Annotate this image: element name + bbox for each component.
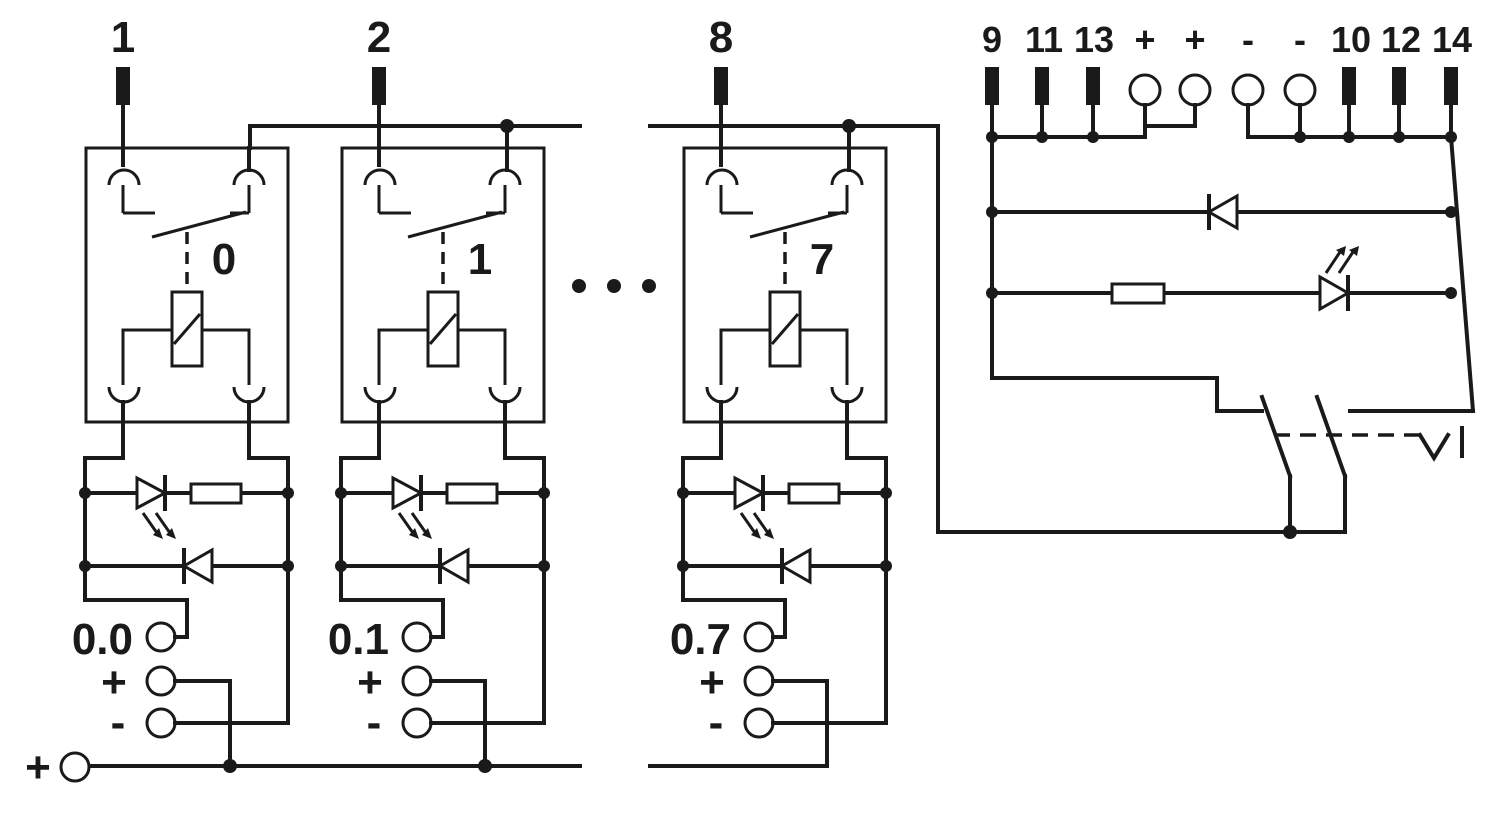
right-terminal-label-13: 13	[1074, 19, 1114, 60]
channel-block-1	[79, 67, 294, 768]
plus-label-2: +	[357, 658, 383, 707]
right-terminal-label-14: 14	[1432, 19, 1472, 60]
relay-box-2	[340, 146, 546, 424]
labels: 1 2 8 0 1 7 0.0 0.1 0.7 + + + - - - + 9 …	[25, 13, 1472, 792]
supply-plus-label: +	[25, 743, 51, 792]
channel-block-2	[335, 67, 550, 768]
relay-index-0: 0	[212, 235, 236, 284]
right-terminal-label-10: 10	[1331, 19, 1371, 60]
right-terminal-label-minus-1: -	[1242, 19, 1254, 60]
output-terminal-1	[116, 67, 130, 105]
output-terminal-2	[372, 67, 386, 105]
terminal-label-2: 2	[367, 13, 391, 62]
minus-label-8: -	[709, 698, 724, 747]
right-terminal-label-12: 12	[1381, 19, 1421, 60]
terminal-label-8: 8	[709, 13, 733, 62]
right-terminal-label-plus-2: +	[1184, 19, 1205, 60]
right-terminal-label-plus-1: +	[1134, 19, 1155, 60]
relay-box-8	[682, 146, 888, 424]
right-terminal-label-minus-2: -	[1294, 19, 1306, 60]
plus-label-1: +	[101, 658, 127, 707]
channel-block-8	[677, 67, 892, 768]
relay-index-1: 1	[468, 235, 492, 284]
relay-box-1	[84, 146, 290, 424]
common-relay-section	[985, 67, 1476, 534]
input-label-0-0: 0.0	[72, 615, 133, 664]
right-terminal-label-11: 11	[1025, 19, 1063, 60]
bottom-supply-bus	[59, 751, 829, 783]
output-terminal-8	[714, 67, 728, 105]
minus-label-2: -	[367, 698, 382, 747]
ellipsis-dots	[572, 279, 656, 293]
terminal-label-1: 1	[111, 13, 135, 62]
input-label-0-1: 0.1	[328, 615, 389, 664]
input-label-0-7: 0.7	[670, 615, 731, 664]
relay-index-7: 7	[810, 235, 834, 284]
minus-label-1: -	[111, 698, 126, 747]
plus-label-8: +	[699, 658, 725, 707]
supply-terminal	[59, 751, 91, 783]
right-terminal-label-9: 9	[982, 19, 1002, 60]
